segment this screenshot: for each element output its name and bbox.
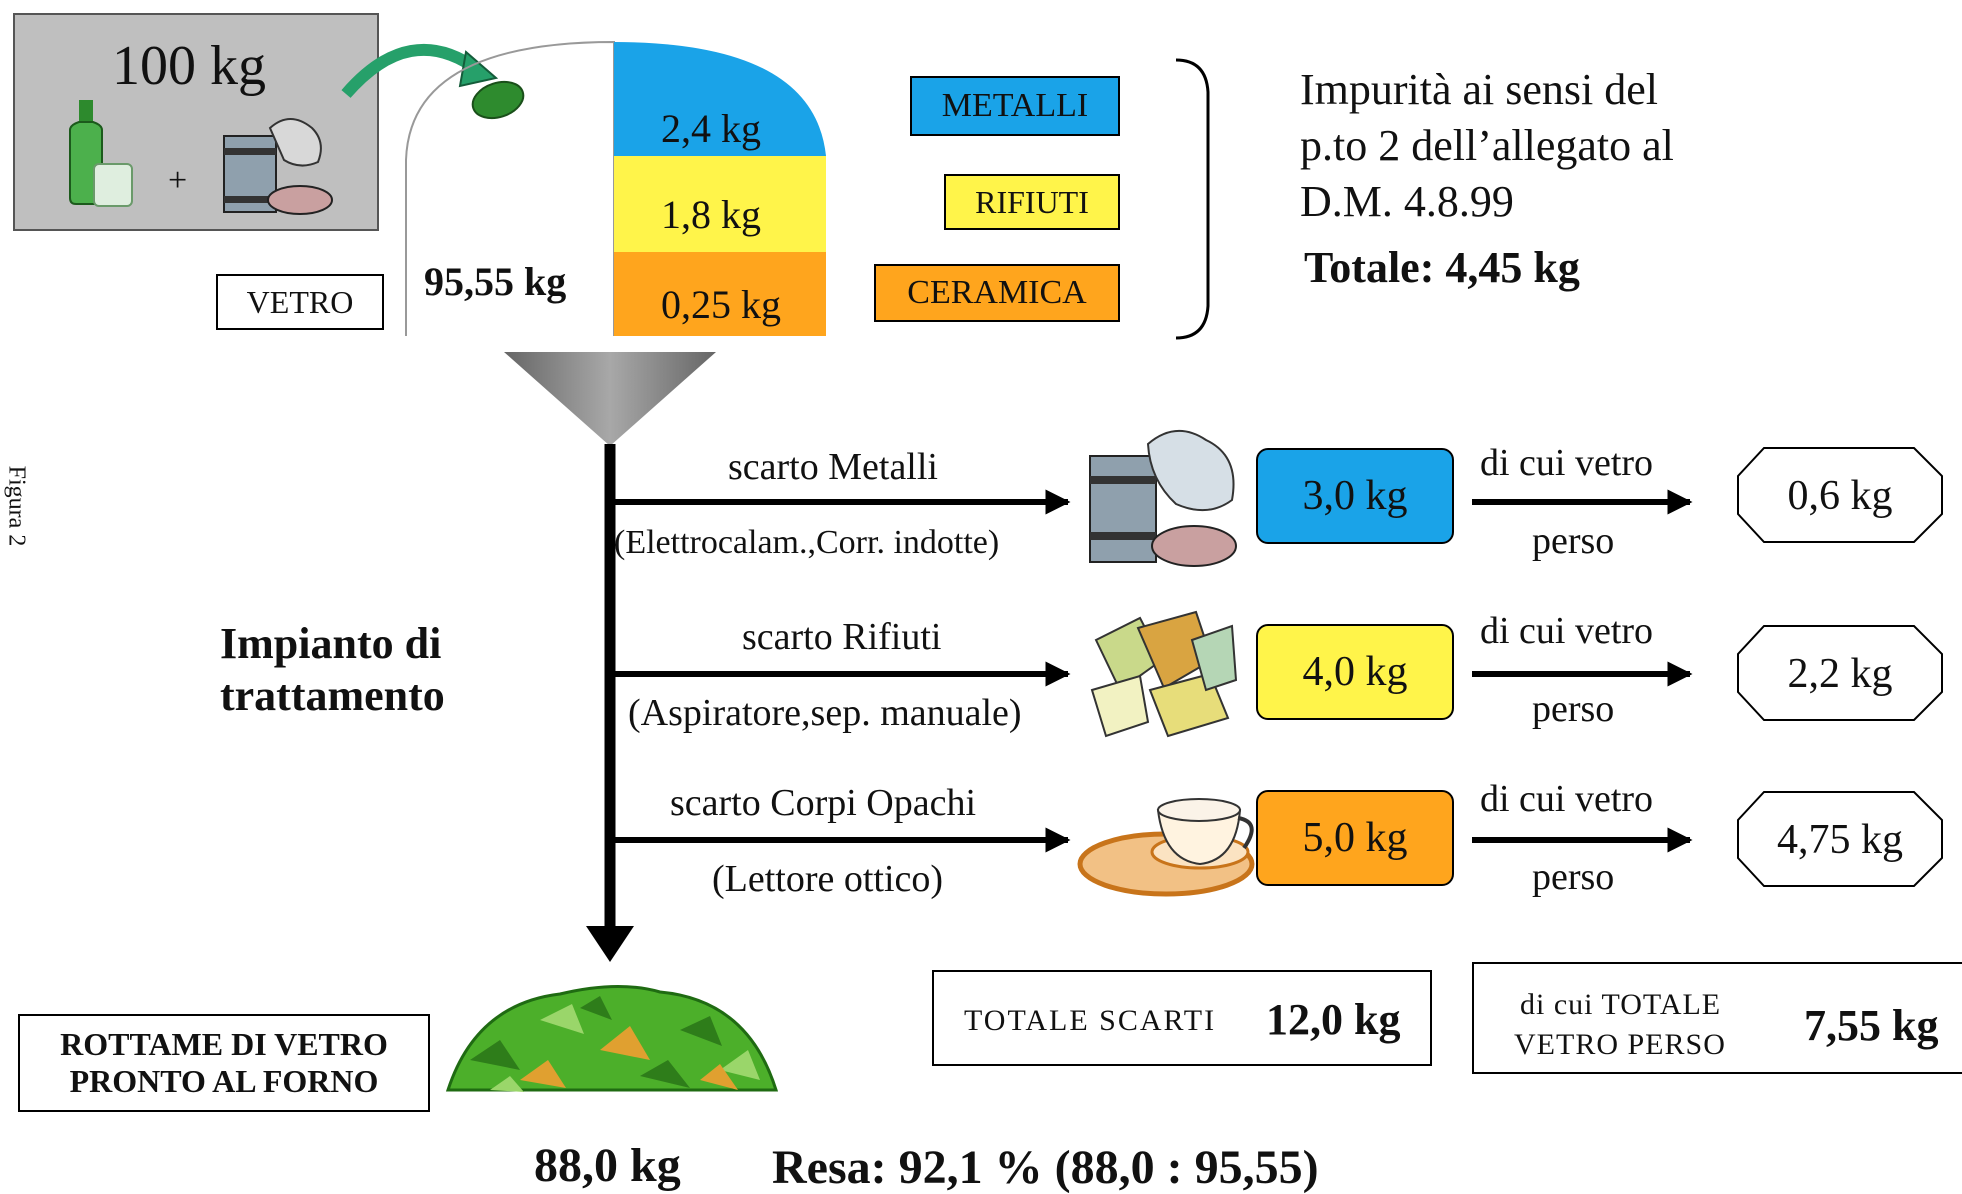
input-weight: 100 kg [112, 35, 266, 97]
resa-text: Resa: 92,1 % (88,0 : 95,55) [772, 1141, 1319, 1194]
figure-caption: Figura 2 [3, 465, 30, 547]
totale-scarti-box: TOTALE SCARTI 12,0 kg [932, 970, 1432, 1066]
output-label: ROTTAME DI VETRO PRONTO AL FORNO [18, 1014, 430, 1112]
stream-metalli-name: scarto Metalli [728, 446, 938, 488]
ceramics-icon [1077, 798, 1255, 897]
stream-opachi-lost-label-2: perso [1532, 856, 1615, 898]
stream-metalli-lost: 0,6 kg [1787, 473, 1893, 519]
lost-box-rifiuti [1737, 625, 1943, 721]
main-flow-arrowhead [586, 926, 634, 962]
ceramica-segment [614, 252, 826, 336]
metals-icon [1089, 429, 1237, 567]
input-arrow [341, 43, 482, 98]
stream-metalli-amount: 3,0 kg [1256, 448, 1454, 544]
totale-perso-box: di cui TOTALE VETRO PERSO 7,55 kg [1472, 962, 1962, 1074]
totale-scarti-label: TOTALE SCARTI [964, 1004, 1217, 1037]
plant-label-line-2: trattamento [220, 671, 445, 720]
stream-metalli-lost-label-1: di cui vetro [1480, 442, 1654, 484]
totale-scarti-value: 12,0 kg [1266, 995, 1401, 1044]
totale-perso-value: 7,55 kg [1804, 1001, 1939, 1050]
stream-rifiuti-lost-label-2: perso [1532, 688, 1615, 730]
stream-rifiuti-lost-label-1: di cui vetro [1480, 610, 1654, 652]
funnel [504, 352, 716, 446]
lost-box-metalli [1737, 447, 1943, 543]
impurities-brace [1175, 58, 1210, 340]
totale-perso-label-1: di cui TOTALE [1520, 988, 1722, 1021]
legend-line-2: p.to 2 dell’allegato al [1300, 121, 1674, 170]
stream-opachi-amount: 5,0 kg [1256, 790, 1454, 886]
legend-line-3: D.M. 4.8.99 [1300, 177, 1514, 226]
stream-metalli-detail: (Elettrocalam.,Corr. indotte) [614, 524, 1000, 561]
legend-line-1: Impurità ai sensi del [1300, 65, 1659, 114]
output-label-line-1: ROTTAME DI VETRO [60, 1026, 388, 1062]
rifiuti-segment [614, 156, 826, 252]
vetro-label: VETRO [216, 274, 384, 330]
metalli-segment [614, 42, 826, 156]
impurities-total: Totale: 4,45 kg [1304, 243, 1580, 292]
stream-opachi-name: scarto Corpi Opachi [670, 782, 977, 824]
cullet-pile-icon [445, 984, 779, 1092]
plus-sign: + [168, 162, 188, 199]
stream-opachi-lost: 4,75 kg [1777, 817, 1903, 863]
cans-icon [223, 118, 333, 215]
glass-weight: 95,55 kg [424, 259, 567, 304]
plant-label-line-1: Impianto di [220, 619, 442, 668]
rifiuti-label: RIFIUTI [944, 174, 1120, 230]
stream-rifiuti-lost: 2,2 kg [1787, 651, 1893, 697]
output-label-line-2: PRONTO AL FORNO [69, 1063, 379, 1099]
stream-rifiuti-name: scarto Rifiuti [742, 616, 942, 658]
stream-rifiuti-detail: (Aspiratore,sep. manuale) [628, 692, 1022, 734]
stream-opachi-detail: (Lettore ottico) [712, 858, 944, 900]
totale-perso-label-2: VETRO PERSO [1514, 1028, 1726, 1061]
rifiuti-value: 1,8 kg [661, 191, 761, 237]
composition-outline [405, 40, 615, 336]
glass-drop [471, 80, 525, 120]
lost-box-opachi [1737, 791, 1943, 887]
stream-opachi-lost-label-1: di cui vetro [1480, 778, 1654, 820]
stream-rifiuti-amount: 4,0 kg [1256, 624, 1454, 720]
output-weight: 88,0 kg [534, 1139, 681, 1192]
stream-metalli-lost-label-2: perso [1532, 520, 1615, 562]
waste-icon [1090, 610, 1238, 738]
bottle-icon [69, 100, 133, 207]
metalli-value: 2,4 kg [661, 105, 761, 151]
ceramica-value: 0,25 kg [661, 281, 781, 327]
ceramica-label: CERAMICA [874, 264, 1120, 322]
metalli-label: METALLI [910, 76, 1120, 136]
